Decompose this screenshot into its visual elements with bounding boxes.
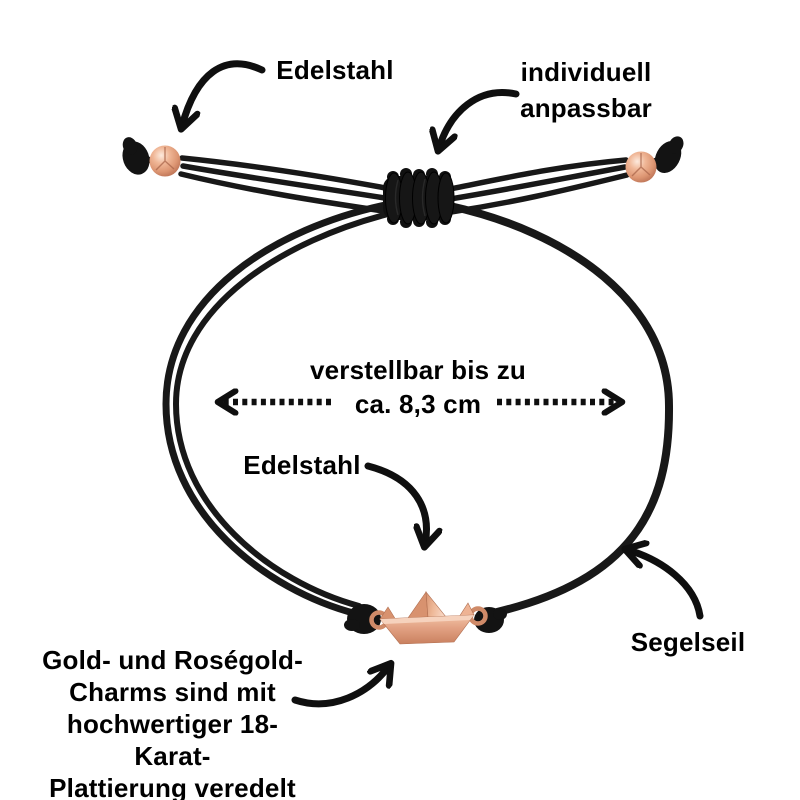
- label-measurement-line2: ca. 8,3 cm: [354, 389, 482, 419]
- label-plating-line2: Charms sind mit: [69, 677, 276, 707]
- cord-upper-left-2: [180, 163, 394, 202]
- charm-left-cord-knot-bump: [344, 619, 360, 631]
- cord-loop-left-outer: [162, 200, 394, 618]
- arrow-to-sliding-knot: [439, 89, 520, 148]
- left-end-knot-bump: [122, 137, 138, 155]
- boat-charm: [379, 591, 475, 645]
- label-charm-material: Edelstahl: [243, 450, 361, 480]
- label-adjustable-line1: individuell: [520, 57, 652, 87]
- cord-upper-left-1: [179, 155, 394, 192]
- charm-right-cord-knot-bump: [493, 608, 507, 620]
- annotation-arrows: [182, 60, 704, 708]
- arrow-to-boat-charm: [364, 462, 426, 544]
- label-plating-line4: Plattierung veredelt: [49, 773, 296, 800]
- cord-upper-right-1: [447, 157, 629, 192]
- boat-sail-right: [425, 591, 447, 619]
- label-adjustable: individuell anpassbar: [500, 54, 672, 126]
- right-end-knot-bump: [668, 136, 684, 154]
- cord-loop-left-inner: [172, 210, 395, 609]
- label-plating-note: Gold- und Roségold- Charms sind mit hoch…: [30, 644, 315, 800]
- left-bead-seam: [155, 147, 175, 171]
- label-cord-material: Segelseil: [630, 627, 746, 657]
- label-adjustable-line2: anpassbar: [520, 93, 652, 123]
- label-measurement-line1: verstellbar bis zu: [309, 355, 527, 385]
- sliding-knot: [383, 168, 455, 228]
- boat-hull-highlight: [380, 615, 474, 624]
- bracelet-cords: [137, 155, 674, 618]
- arrow-to-left-bead: [182, 60, 266, 126]
- cord-loop-right: [446, 202, 674, 616]
- label-plating-line1: Gold- und Roségold-: [42, 645, 303, 675]
- boat-charm-group: [344, 591, 507, 645]
- cord-upper-left-3: [178, 171, 393, 215]
- right-bead-seam: [631, 153, 651, 177]
- arrow-to-cord: [628, 550, 704, 620]
- boat-sail-left: [407, 591, 429, 619]
- label-bead-material: Edelstahl: [276, 55, 394, 85]
- right-end: [625, 136, 684, 183]
- label-plating-line3: hochwertiger 18-Karat-: [66, 709, 279, 771]
- arrow-from-plating-note: [291, 666, 389, 708]
- cord-upper-right-3: [448, 172, 630, 215]
- label-measurement: verstellbar bis zu ca. 8,3 cm: [298, 353, 538, 421]
- left-end: [122, 137, 181, 177]
- cord-upper-right-2: [447, 164, 628, 202]
